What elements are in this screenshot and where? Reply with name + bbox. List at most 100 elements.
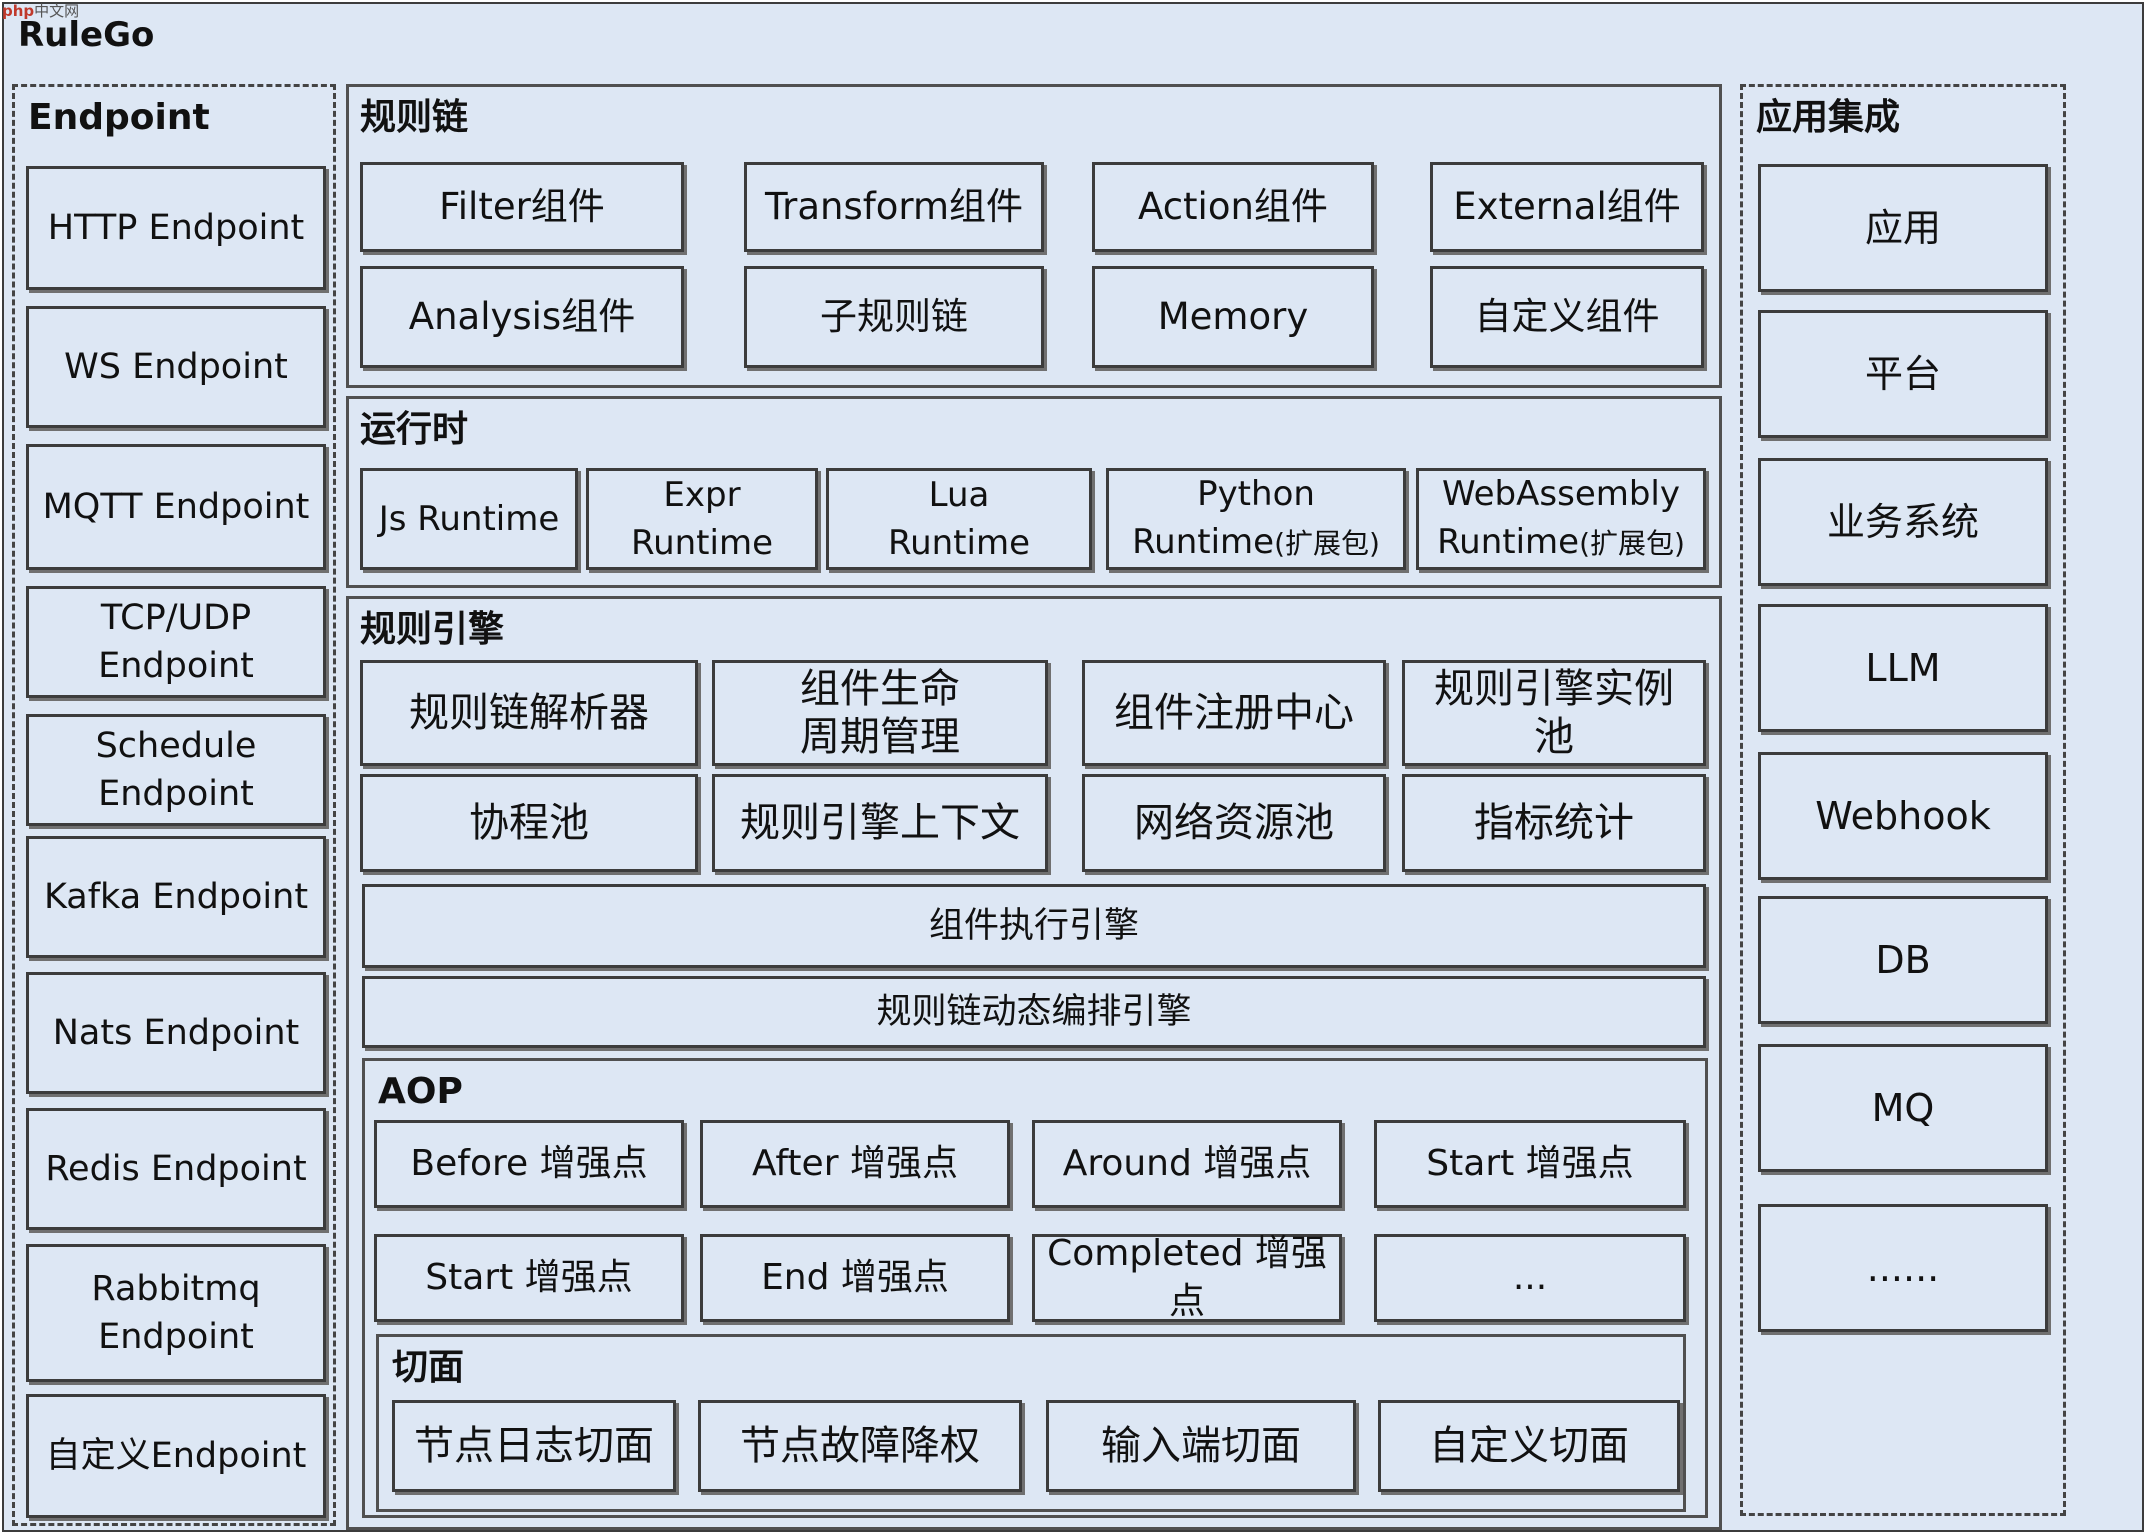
chain-sub-chain-box: 子规则链 <box>744 266 1044 368</box>
chain-filter-box-label: Filter组件 <box>439 185 605 228</box>
aop-completed-box-label-line2: 点 <box>1168 1281 1205 1322</box>
runtime-wasm-box-label-line2: Runtime <box>1437 522 1580 562</box>
engine-registry-box: 组件注册中心 <box>1082 660 1386 766</box>
integration-mq-box: MQ <box>1758 1044 2048 1172</box>
engine-engine-context-box-label-line1: 规则引擎上下文 <box>740 800 1020 846</box>
integration-webhook-box: Webhook <box>1758 752 2048 880</box>
aspect-input-box-label: 输入端切面 <box>1101 1423 1301 1469</box>
endpoint-mqtt-box: MQTT Endpoint <box>26 444 326 570</box>
diagram-title: RuleGo <box>18 15 155 55</box>
integration-app-box: 应用 <box>1758 164 2048 292</box>
integration-app-box-label: 应用 <box>1864 206 1941 250</box>
chain-action-box: Action组件 <box>1092 162 1374 252</box>
aop-after-box-label-line1: After 增强点 <box>752 1143 958 1184</box>
watermark-php: php <box>2 2 35 20</box>
chain-orchestrator-label: 规则链动态编排引擎 <box>876 992 1192 1032</box>
chain-external-box-label: External组件 <box>1453 185 1681 228</box>
engine-chain-parser-box: 规则链解析器 <box>360 660 698 766</box>
engine-net-pool-box: 网络资源池 <box>1082 774 1386 872</box>
component-executor-label: 组件执行引擎 <box>928 906 1139 946</box>
component-executor-box: 组件执行引擎 <box>362 884 1706 968</box>
aspect-custom-box: 自定义切面 <box>1378 1400 1680 1492</box>
endpoint-schedule-box-label-line1: Schedule <box>95 726 257 766</box>
chain-memory-box-label: Memory <box>1157 295 1309 338</box>
aspect-node-fault-box: 节点故障降权 <box>698 1400 1022 1492</box>
endpoint-custom-box-label-line1: 自定义Endpoint <box>45 1436 307 1476</box>
chain-external-box: External组件 <box>1430 162 1704 252</box>
chain-sub-chain-box-label: 子规则链 <box>820 295 968 338</box>
chain-transform-box: Transform组件 <box>744 162 1044 252</box>
engine-goroutine-pool-box-label-line1: 协程池 <box>469 800 589 846</box>
chain-analysis-box-label: Analysis组件 <box>408 295 636 338</box>
runtime-python-box-label-line2: Runtime <box>1132 522 1275 562</box>
runtime-title: 运行时 <box>360 409 469 450</box>
aop-after-box: After 增强点 <box>700 1120 1010 1208</box>
integration-business-box: 业务系统 <box>1758 458 2048 586</box>
integration-llm-box: LLM <box>1758 604 2048 732</box>
endpoint-mqtt-box-label-line1: MQTT Endpoint <box>42 487 310 527</box>
engine-instance-pool-box: 规则引擎实例池 <box>1402 660 1706 766</box>
endpoint-tcp-udp-box-label-line2: Endpoint <box>98 646 254 686</box>
chain-transform-box-label: Transform组件 <box>764 185 1024 228</box>
endpoint-rabbitmq-box-label-line1: Rabbitmq <box>91 1269 261 1309</box>
endpoint-rabbitmq-box-label-line2: Endpoint <box>98 1317 254 1357</box>
endpoint-tcp-udp-box-label-line1: TCP/UDP <box>100 598 252 638</box>
runtime-js-box: Js Runtime <box>360 468 578 570</box>
endpoint-schedule-box-label-line2: Endpoint <box>98 774 254 814</box>
endpoint-ws-box: WS Endpoint <box>26 306 326 428</box>
endpoint-kafka-box-label-line1: Kafka Endpoint <box>43 877 309 917</box>
engine-metrics-box: 指标统计 <box>1402 774 1706 872</box>
aop-end-box-label-line1: End 增强点 <box>761 1257 949 1298</box>
runtime-wasm-box-label-line1: WebAssembly <box>1442 474 1680 514</box>
chain-orchestrator-box: 规则链动态编排引擎 <box>362 976 1706 1048</box>
rule-chain-title: 规则链 <box>360 97 469 138</box>
integration-title: 应用集成 <box>1756 97 1901 138</box>
chain-custom-box: 自定义组件 <box>1430 266 1704 368</box>
engine-instance-pool-box-label-line2: 池 <box>1534 714 1574 760</box>
integration-business-box-label: 业务系统 <box>1826 500 1979 544</box>
engine-goroutine-pool-box: 协程池 <box>360 774 698 872</box>
aop-start-2-box: Start 增强点 <box>374 1234 684 1322</box>
integration-more-box-label: ...... <box>1866 1246 1940 1290</box>
engine-title: 规则引擎 <box>360 609 505 650</box>
runtime-python-box-label-suffix: (扩展包) <box>1274 527 1380 560</box>
aop-completed-box-label-line1: Completed 增强 <box>1047 1233 1327 1274</box>
engine-lifecycle-box-label-line1: 组件生命 <box>800 666 960 712</box>
integration-db-box-label: DB <box>1875 938 1931 982</box>
engine-instance-pool-box-label-line1: 规则引擎实例 <box>1434 666 1674 712</box>
integration-section <box>1740 84 2066 1516</box>
chain-action-box-label: Action组件 <box>1138 185 1328 228</box>
watermark-cn: 中文网 <box>34 2 80 20</box>
integration-db-box: DB <box>1758 896 2048 1024</box>
engine-registry-box-label-line1: 组件注册中心 <box>1114 690 1354 736</box>
endpoint-title: Endpoint <box>28 97 210 138</box>
chain-analysis-box: Analysis组件 <box>360 266 684 368</box>
integration-more-box: ...... <box>1758 1204 2048 1332</box>
runtime-js-box-label-line1: Js Runtime <box>378 499 560 539</box>
engine-lifecycle-box: 组件生命周期管理 <box>712 660 1048 766</box>
engine-metrics-box-label-line1: 指标统计 <box>1474 800 1634 846</box>
aspect-node-log-box: 节点日志切面 <box>392 1400 676 1492</box>
integration-llm-box-label: LLM <box>1865 646 1941 690</box>
chain-filter-box: Filter组件 <box>360 162 684 252</box>
aop-completed-box: Completed 增强点 <box>1032 1233 1342 1322</box>
endpoint-nats-box-label-line1: Nats Endpoint <box>52 1013 300 1053</box>
endpoint-ws-box-label-line1: WS Endpoint <box>64 347 288 387</box>
integration-platform-box-label: 平台 <box>1864 352 1941 396</box>
aop-start-box: Start 增强点 <box>1374 1120 1686 1208</box>
aspect-node-log-box-label: 节点日志切面 <box>414 1423 654 1469</box>
runtime-expr-box-label-line2: Runtime <box>630 523 773 563</box>
aop-start-2-box-label-line1: Start 增强点 <box>425 1257 633 1298</box>
runtime-wasm-box-label-suffix: (扩展包) <box>1579 527 1685 560</box>
runtime-python-box-label-line1: Python <box>1197 474 1315 514</box>
chain-custom-box-label: 自定义组件 <box>1474 295 1660 338</box>
endpoint-section <box>12 84 336 1526</box>
engine-engine-context-box: 规则引擎上下文 <box>712 774 1048 872</box>
aspect-title: 切面 <box>392 1347 465 1388</box>
integration-platform-box: 平台 <box>1758 310 2048 438</box>
integration-mq-box-label: MQ <box>1871 1086 1935 1130</box>
endpoint-kafka-box: Kafka Endpoint <box>26 836 326 958</box>
